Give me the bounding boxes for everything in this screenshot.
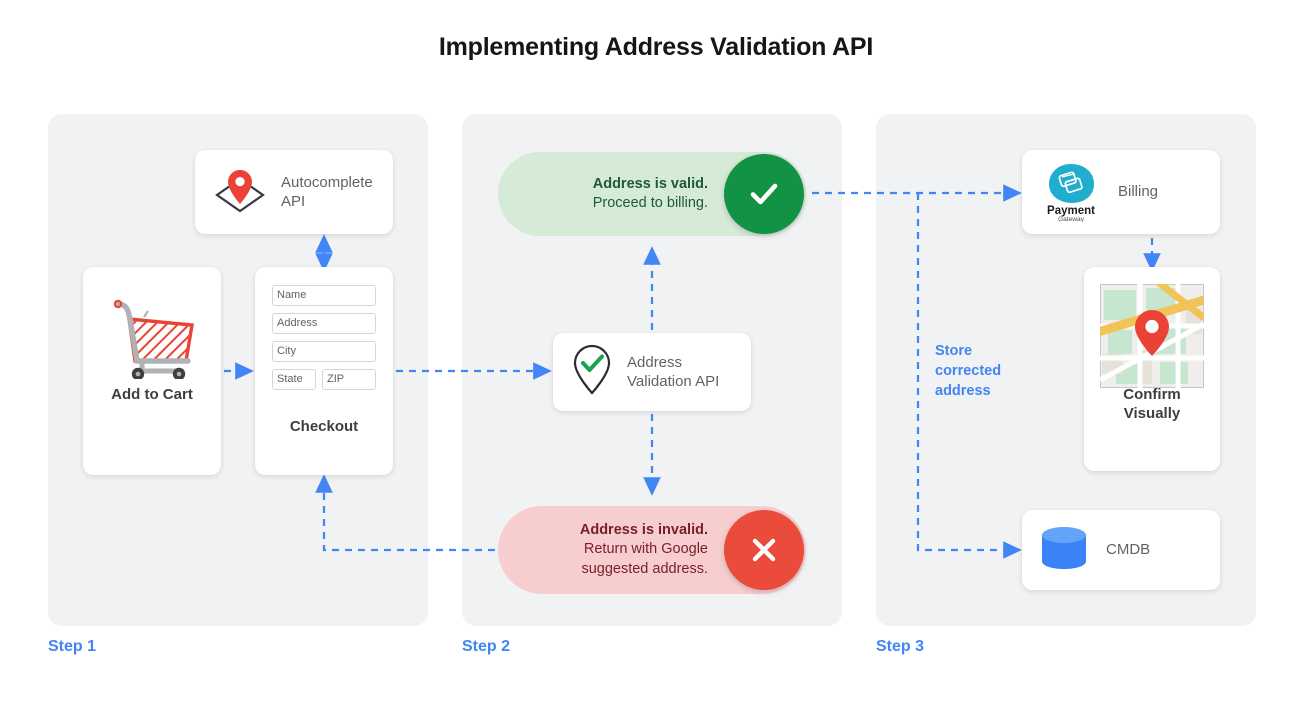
add-to-cart-label: Add to Cart	[111, 386, 193, 403]
database-icon	[1038, 524, 1090, 577]
map-thumbnail-icon	[1096, 279, 1207, 393]
city-field[interactable]: City	[272, 341, 376, 362]
checkout-label: Checkout	[289, 418, 359, 435]
autocomplete-api-label: Autocomplete API	[281, 173, 373, 210]
address-validation-api-label: Address Validation API	[627, 353, 720, 390]
step-3-label: Step 3	[876, 638, 925, 655]
map-pin-envelope-icon	[211, 165, 269, 220]
billing-label: Billing	[1118, 183, 1159, 201]
address-invalid-detail-2: suggested address.	[581, 560, 708, 577]
pin-check-icon	[567, 341, 617, 404]
confirm-visually-label: Confirm Visually	[1123, 386, 1181, 423]
step-1-label: Step 1	[48, 638, 97, 655]
cmdb-card[interactable]: CMDB	[1022, 510, 1220, 590]
address-invalid-headline: Address is invalid.	[579, 522, 708, 539]
address-valid-pill: Address is valid. Proceed to billing.	[498, 152, 806, 236]
address-valid-text: Address is valid. Proceed to billing.	[593, 175, 724, 213]
confirm-visually-card[interactable]: Confirm Visually	[1084, 267, 1220, 471]
address-validation-api-card[interactable]: Address Validation API	[553, 333, 751, 411]
autocomplete-api-card[interactable]: Autocomplete API	[195, 150, 393, 234]
name-field[interactable]: Name	[272, 285, 376, 306]
address-invalid-text: Address is invalid. Return with Google s…	[580, 521, 724, 578]
page-title: Implementing Address Validation API	[438, 33, 874, 61]
step-2-label: Step 2	[462, 638, 511, 655]
address-field[interactable]: Address	[272, 313, 376, 334]
shopping-cart-icon	[104, 295, 200, 384]
address-valid-headline: Address is valid.	[592, 175, 708, 192]
state-field[interactable]: State	[272, 369, 316, 390]
checkout-card[interactable]: Name Address City State ZIP Checkout	[255, 267, 393, 475]
svg-text:Payment: Payment	[1047, 205, 1095, 217]
address-invalid-pill: Address is invalid. Return with Google s…	[498, 506, 806, 594]
check-icon	[724, 154, 804, 234]
checkout-form: Name Address City State ZIP	[272, 285, 376, 397]
cmdb-label: CMDB	[1106, 541, 1151, 559]
add-to-cart-card[interactable]: Add to Cart	[83, 267, 221, 475]
store-corrected-address-note: Store corrected address	[935, 343, 1002, 399]
payment-gateway-icon: Payment Gateway	[1036, 158, 1106, 227]
address-invalid-detail-1: Return with Google	[583, 541, 708, 558]
svg-text:Gateway: Gateway	[1058, 216, 1085, 222]
address-valid-detail: Proceed to billing.	[592, 195, 708, 211]
close-icon	[724, 510, 804, 590]
billing-card[interactable]: Payment Gateway Billing	[1022, 150, 1220, 234]
zip-field[interactable]: ZIP	[322, 369, 376, 390]
